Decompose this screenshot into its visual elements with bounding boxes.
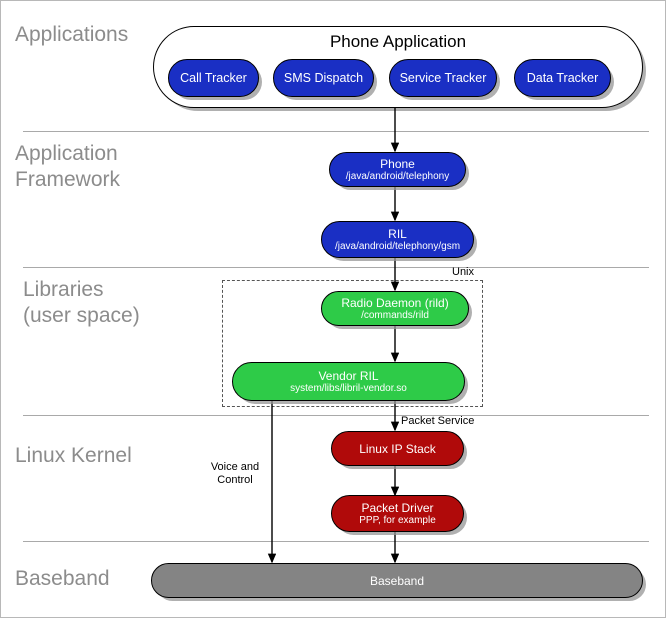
app-node-service-tracker[interactable]: Service Tracker <box>389 59 497 97</box>
library-node-radio-daemon[interactable]: Radio Daemon (rild) /commands/rild <box>321 291 469 326</box>
layer-label-baseband: Baseband <box>15 567 110 590</box>
node-title: Linux IP Stack <box>359 441 436 456</box>
node-title: RIL <box>388 226 407 241</box>
kernel-node-linux-ip-stack[interactable]: Linux IP Stack <box>331 431 464 466</box>
divider-linux-kernel <box>23 541 649 542</box>
phone-application-title: Phone Application <box>329 32 467 51</box>
divider-libraries <box>23 415 649 416</box>
app-node-sms-dispatch[interactable]: SMS Dispatch <box>273 59 374 97</box>
app-node-label: Service Tracker <box>399 71 487 85</box>
layer-label-libraries: Libraries (user space) <box>23 278 140 327</box>
node-subtitle: /java/android/telephony <box>345 170 450 182</box>
node-subtitle: PPP, for example <box>359 514 436 526</box>
node-subtitle: /commands/rild <box>361 309 429 321</box>
divider-application-framework <box>23 267 649 268</box>
layer-label-linux-kernel: Linux Kernel <box>15 444 132 467</box>
unix-group-box <box>222 280 483 407</box>
edge-label-packet-service: Packet Service <box>401 415 475 427</box>
node-title: Baseband <box>369 573 425 588</box>
app-node-label: SMS Dispatch <box>283 71 364 85</box>
divider-applications <box>23 131 649 132</box>
node-title: Packet Driver <box>361 500 434 515</box>
app-node-label: Data Tracker <box>526 71 599 85</box>
node-title: Vendor RIL <box>318 368 379 383</box>
node-subtitle: /java/android/telephony/gsm <box>334 240 461 252</box>
node-subtitle: system/libs/libril-vendor.so <box>290 382 407 394</box>
framework-node-ril[interactable]: RIL /java/android/telephony/gsm <box>321 221 474 258</box>
library-node-vendor-ril[interactable]: Vendor RIL system/libs/libril-vendor.so <box>232 362 465 401</box>
node-title: Phone <box>380 156 415 171</box>
node-title: Radio Daemon (rild) <box>341 295 449 310</box>
edge-label-voice-and-control: Voice and Control <box>210 461 260 486</box>
layer-label-application-framework: Application Framework <box>15 142 121 191</box>
baseband-node[interactable]: Baseband <box>151 563 643 598</box>
app-node-label: Call Tracker <box>180 71 247 85</box>
app-node-data-tracker[interactable]: Data Tracker <box>514 59 611 97</box>
framework-node-phone[interactable]: Phone /java/android/telephony <box>329 152 466 187</box>
app-node-call-tracker[interactable]: Call Tracker <box>168 59 259 97</box>
unix-group-label: Unix <box>452 266 475 278</box>
layer-label-applications: Applications <box>15 23 129 46</box>
kernel-node-packet-driver[interactable]: Packet Driver PPP, for example <box>331 495 464 532</box>
